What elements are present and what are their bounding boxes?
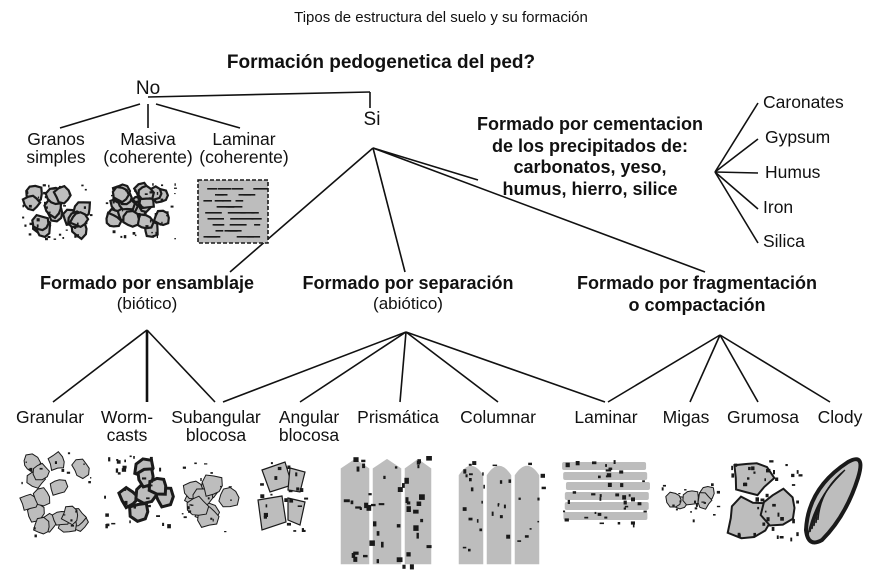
structure-line1: Laminar — [574, 407, 638, 427]
agent-carbonates: Caronates — [763, 92, 844, 112]
structure-line1: Grumosa — [727, 407, 799, 427]
structure-migas: Migas — [662, 407, 710, 427]
agent-humus: Humus — [765, 162, 821, 182]
clody-pic — [803, 457, 863, 545]
agent-gypsum: Gypsum — [765, 127, 831, 147]
group-line1: Formado por separación — [302, 273, 514, 293]
connector-sep-subangular — [222, 331, 407, 403]
connector-sep-prismatica — [399, 331, 407, 403]
structure-line2: casts — [106, 425, 148, 446]
connector-agent-2 — [714, 138, 759, 173]
no-item-line2: simples — [26, 147, 86, 168]
connector-sep-columnar — [405, 331, 499, 403]
connector-ens-granular — [52, 329, 148, 403]
root-question: Formación pedogenetica del ped? — [226, 52, 536, 73]
structure-line1: Columnar — [460, 407, 536, 427]
connector-agent-1 — [714, 102, 759, 173]
group-separacion: Formado por separación (abiótico) — [302, 274, 513, 313]
structure-line1: Migas — [662, 407, 710, 427]
connector-frag-grumosa — [719, 334, 759, 403]
connector-frag-laminar — [607, 334, 721, 403]
connector-no-laminar — [155, 103, 241, 129]
no-item-line1: Granos — [27, 129, 85, 149]
connector-no-si — [147, 91, 371, 98]
granular-pic — [19, 451, 92, 538]
si-label: Si — [363, 109, 381, 130]
structure-grumosa: Grumosa — [727, 407, 799, 427]
angular-pic — [257, 461, 309, 532]
group-line1: Formado por ensamblaje — [39, 273, 255, 293]
structure-line2: blocosa — [278, 425, 340, 446]
cementation-line: Formado por cementacion — [476, 114, 704, 134]
connector-agent-3 — [714, 171, 759, 174]
connector-sep-angular — [299, 331, 407, 403]
structure-clody: Clody — [817, 407, 863, 427]
connector-agent-4 — [714, 171, 759, 210]
no-item-line1: Masiva — [120, 129, 176, 149]
subangular-pic — [181, 462, 240, 533]
agent-silica: Silica — [763, 231, 805, 251]
connector-si-cementacion — [372, 147, 479, 181]
structure-prismatica: Prismática — [357, 407, 439, 427]
structure-line1: Prismática — [357, 407, 439, 427]
structure-line1: Angular — [278, 407, 340, 427]
no-item-line2: (coherente) — [103, 147, 193, 168]
diagram-title: Tipos de estructura del suelo y su forma… — [294, 9, 588, 26]
masiva-pic — [105, 181, 177, 240]
cementation-line: de los precipitados de: — [491, 135, 689, 156]
no-item-line1: Laminar — [212, 129, 276, 149]
wormcasts-pic — [104, 455, 175, 529]
structure-line1: Clody — [817, 407, 863, 427]
structure-line2: blocosa — [185, 425, 247, 446]
structure-laminar: Laminar — [574, 407, 638, 427]
agent-iron: Iron — [763, 197, 794, 217]
structure-illustrations — [19, 179, 863, 570]
group-line1: Formado por fragmentación — [576, 273, 818, 293]
connector-agent-5 — [714, 171, 759, 244]
cementation-text: Formado por cementacion de los precipita… — [477, 114, 703, 200]
group-line2: (abiótico) — [373, 293, 443, 313]
prismatica-pic — [339, 456, 433, 570]
connector-sep-laminar — [405, 331, 606, 403]
cementation-line: humus, hierro, silice — [502, 178, 678, 199]
no-item-granos: Granos simples — [26, 130, 85, 167]
group-line2: o compactación — [628, 294, 766, 315]
structure-line1: Granular — [15, 407, 85, 427]
migas-pic — [661, 483, 721, 523]
structure-granular: Granular — [15, 407, 85, 427]
structure-line1: Worm- — [100, 407, 154, 427]
no-item-masiva: Masiva (coherente) — [103, 130, 193, 167]
connector-no-granos — [59, 103, 141, 129]
group-fragmentacion: Formado por fragmentación o compactación — [577, 274, 817, 315]
no-item-line2: (coherente) — [199, 147, 289, 168]
laminar-pic — [562, 460, 650, 528]
group-line2: (biótico) — [116, 293, 178, 313]
connector-si-ensamblaje — [229, 147, 374, 273]
connector-ens-subangular — [146, 329, 216, 403]
no-item-laminar: Laminar (coherente) — [199, 130, 289, 167]
connector-frag-migas — [689, 334, 721, 403]
group-ensamblaje: Formado por ensamblaje (biótico) — [40, 274, 254, 313]
laminar-coherente-pic — [197, 179, 269, 244]
connector-frag-clody — [719, 334, 831, 403]
structure-wormcasts: Worm-casts — [101, 408, 153, 445]
connector-si-separacion — [372, 147, 406, 273]
cementation-line: carbonatos, yeso, — [513, 157, 667, 178]
no-label: No — [135, 78, 161, 99]
structure-line1: Subangular — [171, 407, 261, 427]
connector-si-fragmentacion — [372, 147, 706, 273]
granos-simples-pic — [21, 184, 93, 241]
structure-columnar: Columnar — [460, 407, 536, 427]
tree-connectors — [52, 91, 831, 403]
grumosa-pic — [726, 460, 803, 542]
columnar-pic — [457, 461, 546, 566]
